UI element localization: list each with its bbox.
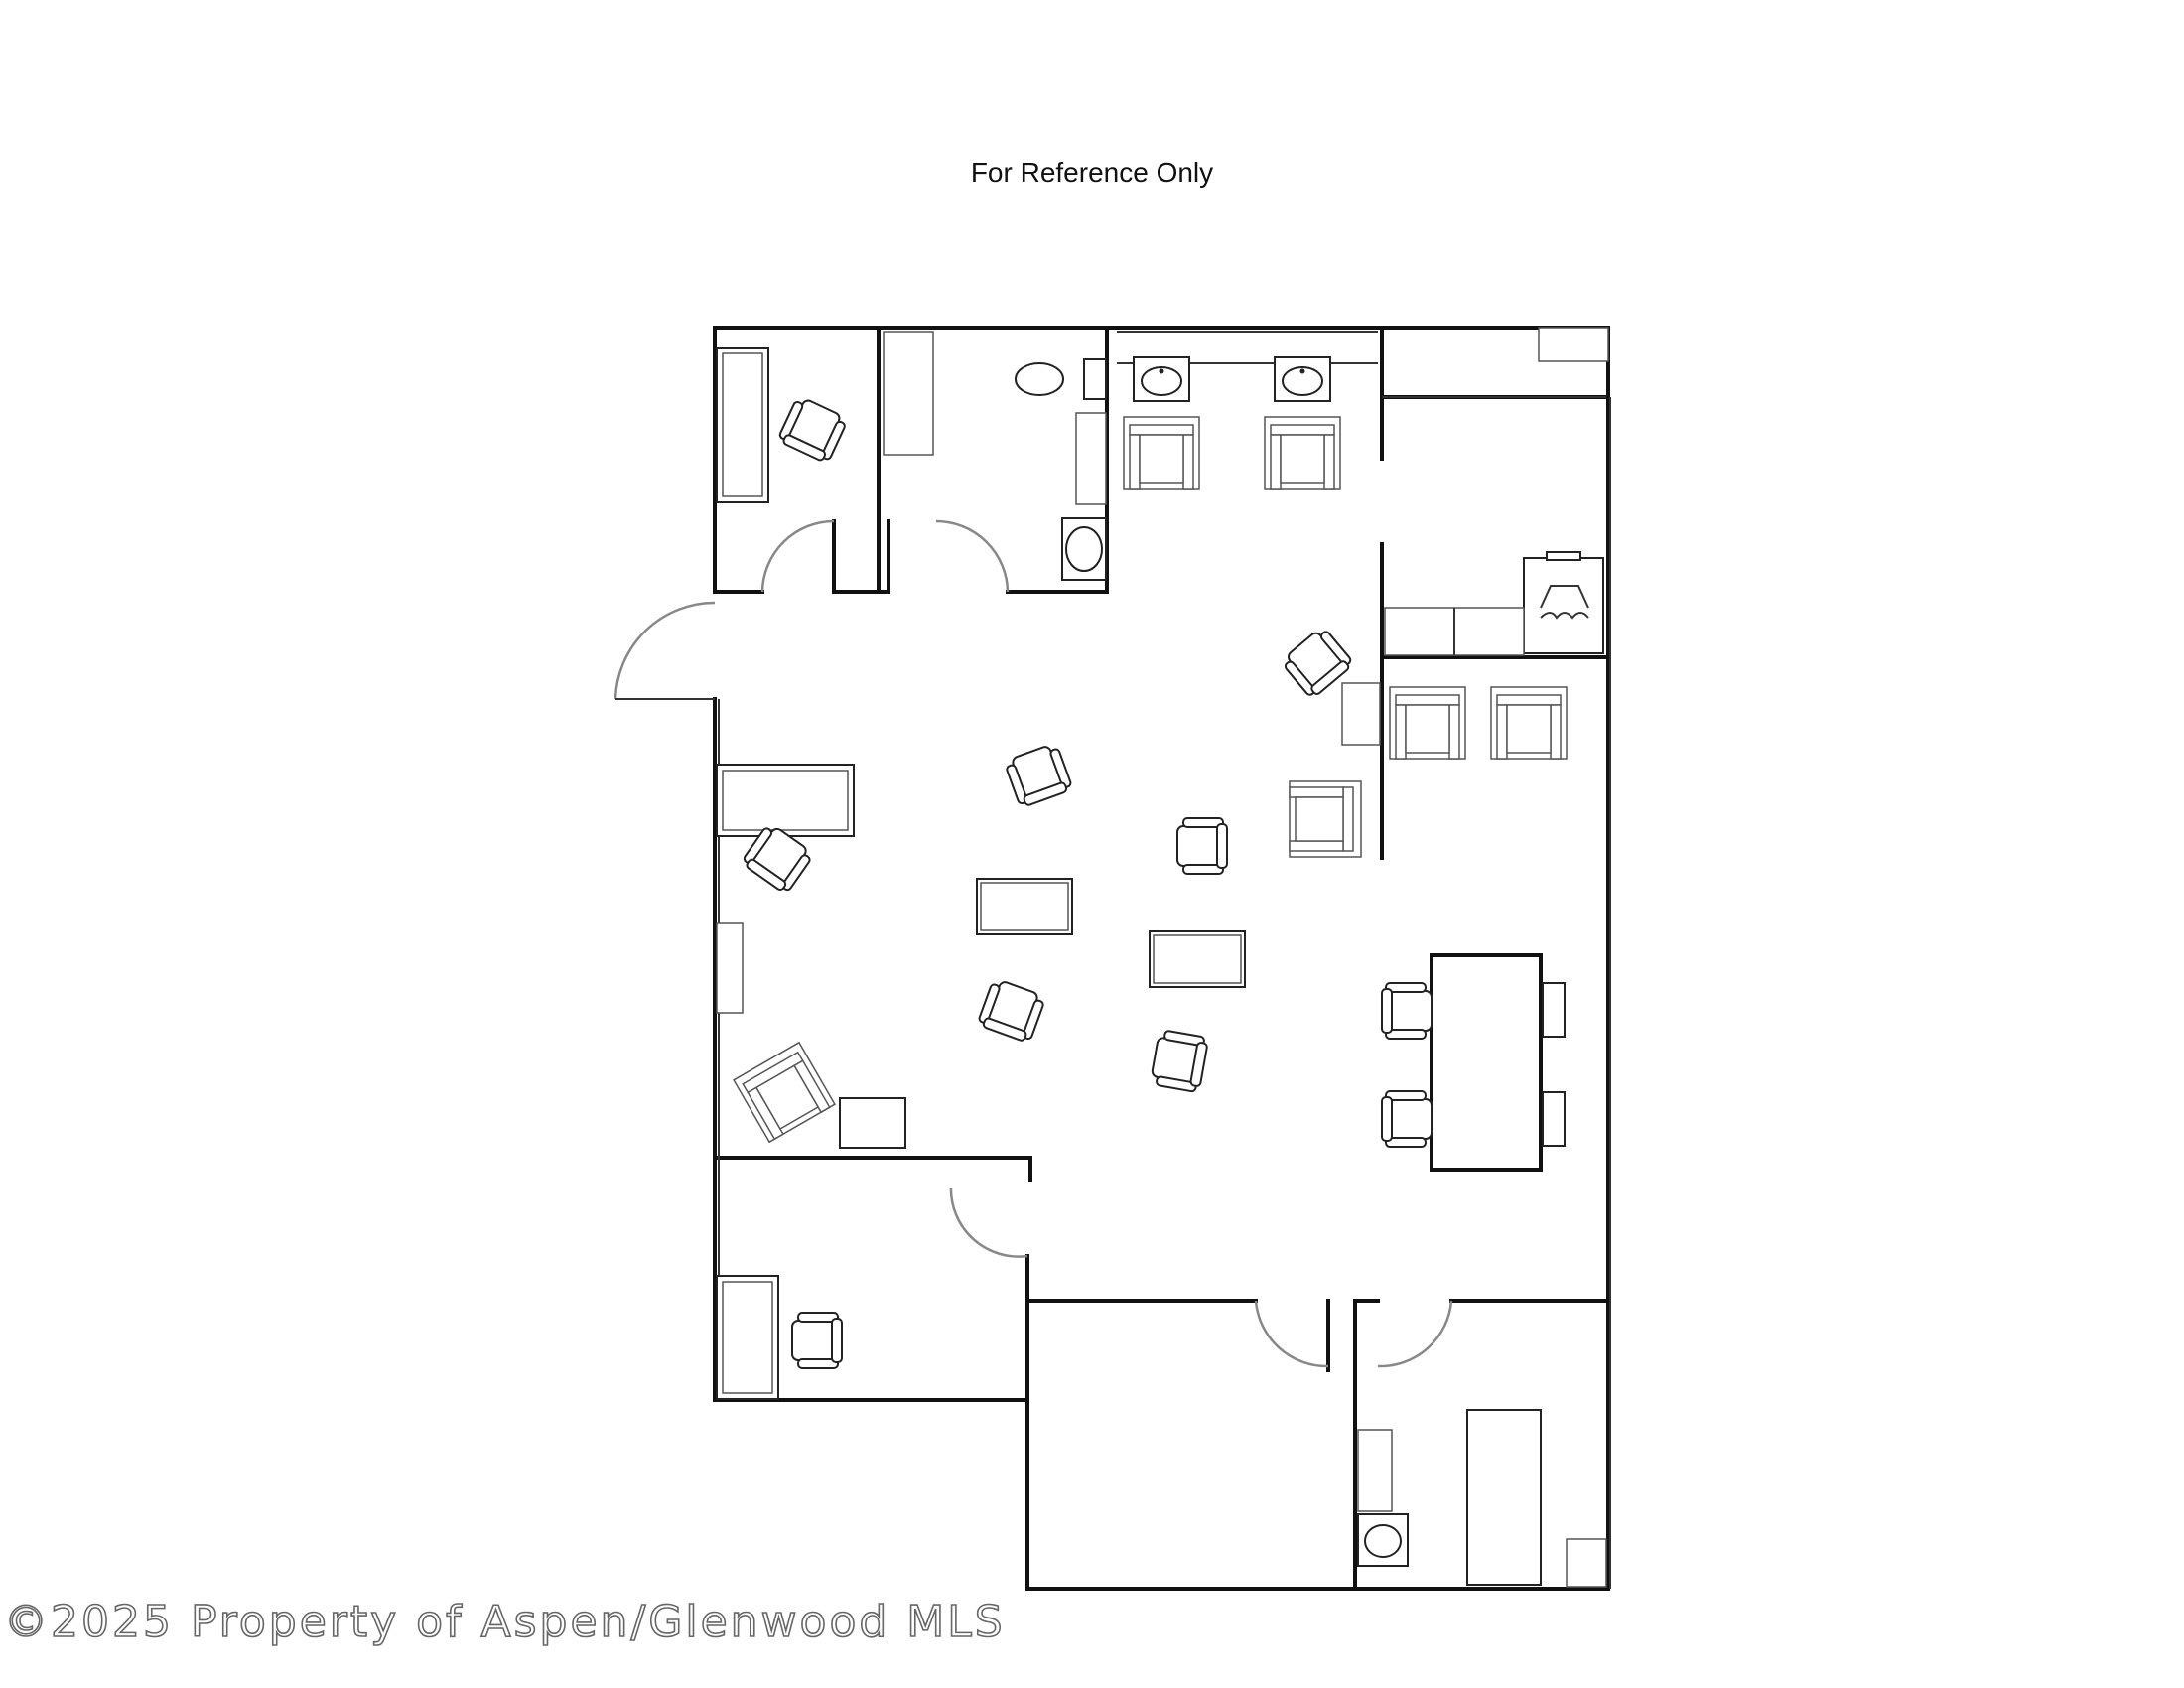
office-bottom-left <box>716 1275 843 1400</box>
coffee-table-icon <box>1149 930 1246 988</box>
armchair-icon <box>1289 780 1362 858</box>
wash-stations <box>1123 356 1341 490</box>
watermark: ©2025 Property of Aspen/Glenwood MLS <box>3 1596 1006 1648</box>
armchair-icon <box>1490 686 1568 760</box>
main-salon <box>716 625 1568 1149</box>
armchair-icon <box>1389 686 1466 760</box>
office-chair-icon <box>1149 1028 1210 1094</box>
conference-area <box>1381 953 1566 1172</box>
office-chair-icon <box>1381 982 1433 1040</box>
doors <box>614 519 1453 1368</box>
fireplace-area <box>1384 327 1609 656</box>
office-chair-icon <box>1003 741 1074 809</box>
armchair-icon <box>1264 416 1341 490</box>
office-chair-icon <box>1381 1090 1433 1148</box>
fireplace-icon <box>1523 557 1604 654</box>
office-chair-icon <box>976 976 1047 1045</box>
armchair-icon <box>733 1042 836 1143</box>
room-bottom-right <box>1357 1409 1607 1588</box>
restroom <box>883 331 1107 581</box>
sink-icon <box>1274 356 1331 402</box>
toilet-icon <box>1015 362 1064 396</box>
sink-icon <box>1065 526 1103 572</box>
office-chair-icon <box>775 394 850 466</box>
office-top-left <box>716 347 850 503</box>
office-chair-icon <box>1176 817 1228 875</box>
conference-table-icon <box>1430 953 1543 1172</box>
coffee-table-icon <box>976 878 1073 935</box>
armchair-icon <box>1123 416 1200 490</box>
page-title: For Reference Only <box>970 157 1214 188</box>
office-chair-icon <box>791 1312 843 1369</box>
sink-icon <box>1133 356 1190 402</box>
